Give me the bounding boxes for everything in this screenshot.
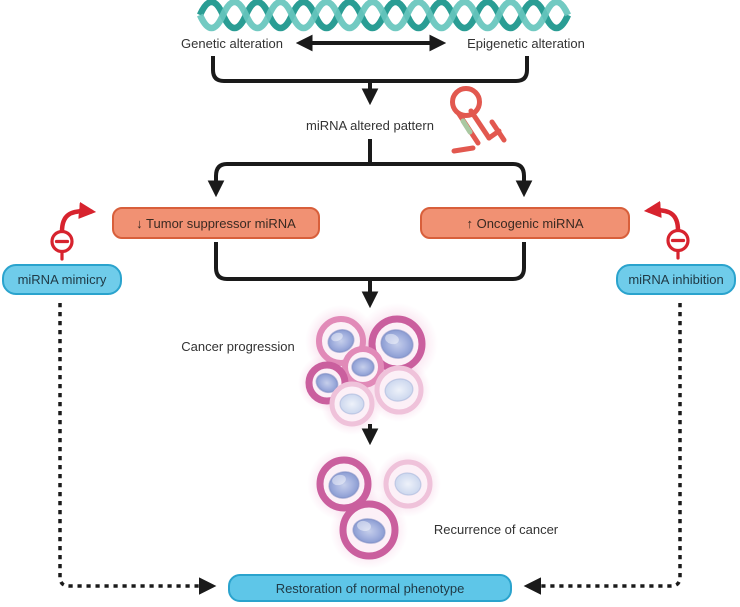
genetic-alteration-label: Genetic alteration [181,36,283,51]
cancer-cells-recurrence [307,447,441,569]
dashed-arrow-right [523,303,682,595]
mirna-mimicry-box: miRNA mimicry [2,264,122,295]
converge-bracket [211,56,529,106]
inhibit-arrow-left [50,201,97,261]
tumor-suppressor-box: ↓ Tumor suppressor miRNA [112,207,320,239]
cancer-cells-primary [298,303,438,435]
mirna-inhibition-box: miRNA inhibition [616,264,736,295]
mirna-altered-pattern-label: miRNA altered pattern [306,118,434,133]
mirna-hairpin-icon [450,86,507,154]
restoration-box: Restoration of normal phenotype [228,574,512,602]
dna-helix-icon [197,0,571,32]
cancer-progression-label: Cancer progression [181,339,295,354]
merge-bracket [214,242,526,309]
epigenetic-alteration-label: Epigenetic alteration [467,36,585,51]
diverge-bracket [207,139,533,198]
oncogenic-mirna-box: ↑ Oncogenic miRNA [420,207,630,239]
dashed-arrow-left [58,303,217,595]
inhibit-arrow-right [643,200,690,260]
recurrence-of-cancer-label: Recurrence of cancer [433,522,559,537]
